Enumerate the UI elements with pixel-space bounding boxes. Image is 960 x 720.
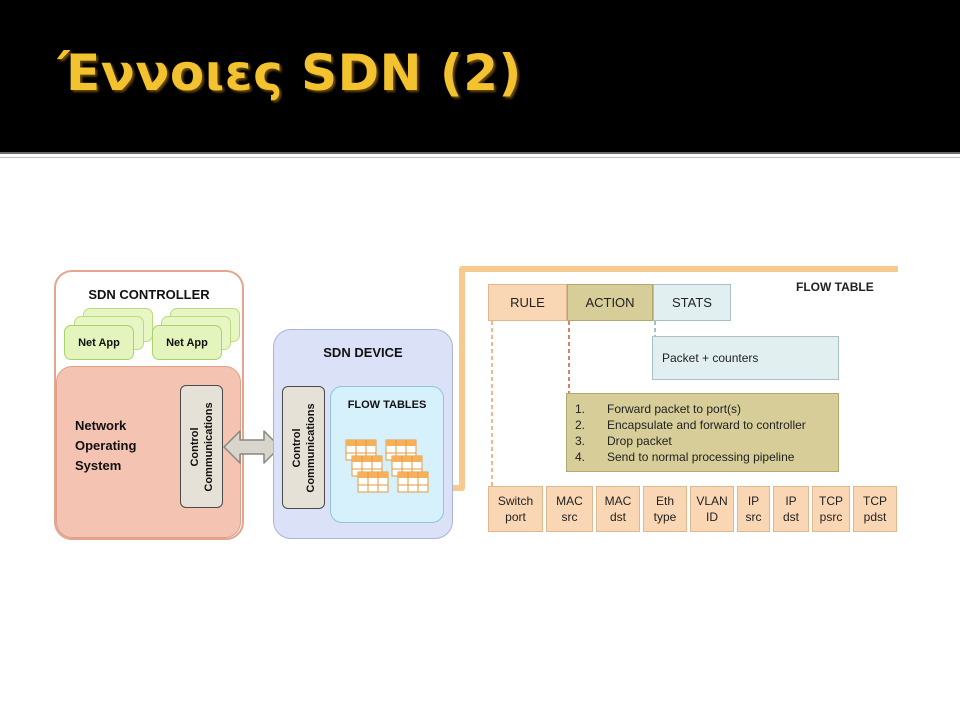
action-item: 2. Encapsulate and forward to controller <box>575 417 838 433</box>
action-column: ACTION <box>567 284 653 321</box>
action-text: Encapsulate and forward to controller <box>607 418 806 432</box>
sdn-controller-title: SDN CONTROLLER <box>88 287 210 302</box>
header-field-cell: IP dst <box>773 486 809 532</box>
action-number: 4. <box>575 450 586 464</box>
flow-tables-title: FLOW TABLES <box>347 399 427 411</box>
action-number: 3. <box>575 434 586 448</box>
action-text: Forward packet to port(s) <box>607 402 742 416</box>
action-item: 1. Forward packet to port(s) <box>575 401 838 417</box>
action-text: Drop packet <box>607 434 672 448</box>
rule-column: RULE <box>488 284 567 321</box>
slide-header <box>0 0 960 152</box>
flow-table-bracket <box>444 266 898 491</box>
action-item: 3. Drop packet <box>575 433 838 449</box>
action-number: 1. <box>575 402 586 416</box>
action-list-box: 1. Forward packet to port(s) 2. Encapsulat… <box>566 393 839 472</box>
header-divider-thin <box>0 157 960 158</box>
stats-column-label: STATS <box>672 295 712 310</box>
flow-table-label: FLOW TABLE <box>796 280 874 294</box>
header-field-cell: TCP psrc <box>812 486 850 532</box>
header-field-cell: MAC dst <box>596 486 640 532</box>
net-app-1: Net App <box>64 325 134 360</box>
header-divider <box>0 152 960 154</box>
header-fields-row: Switch port MAC src MAC dst Eth type VLA… <box>488 486 897 532</box>
slide-title: Έννοιες SDN (2) <box>58 44 522 102</box>
net-app-1-label: Net App <box>78 336 120 349</box>
stats-detail-label: Packet + counters <box>662 351 759 365</box>
header-field-cell: VLAN ID <box>690 486 734 532</box>
action-text: Send to normal processing pipeline <box>607 450 795 464</box>
net-app-2: Net App <box>152 325 222 360</box>
stats-detail-box: Packet + counters <box>652 336 839 380</box>
header-field-cell: TCP pdst <box>853 486 897 532</box>
header-field-cell: IP src <box>737 486 770 532</box>
controller-control-communications: Control Communications <box>180 385 223 508</box>
action-number: 2. <box>575 418 586 432</box>
sdn-device-title: SDN DEVICE <box>323 345 403 360</box>
header-field-cell: MAC src <box>546 486 593 532</box>
device-control-communications: Control Communications <box>282 386 325 509</box>
header-field-cell: Eth type <box>643 486 687 532</box>
nos-label: Network Operating System <box>75 418 137 473</box>
device-control-communications-label: Control Communications <box>290 402 317 493</box>
action-column-label: ACTION <box>585 295 635 310</box>
rule-column-label: RULE <box>510 295 545 310</box>
header-field-cell: Switch port <box>488 486 543 532</box>
net-app-2-label: Net App <box>166 336 208 349</box>
flow-table-grid-icons <box>345 439 429 493</box>
controller-control-communications-label: Control Communications <box>188 401 215 492</box>
stats-column: STATS <box>653 284 731 321</box>
action-item: 4. Send to normal processing pipeline <box>575 449 838 465</box>
